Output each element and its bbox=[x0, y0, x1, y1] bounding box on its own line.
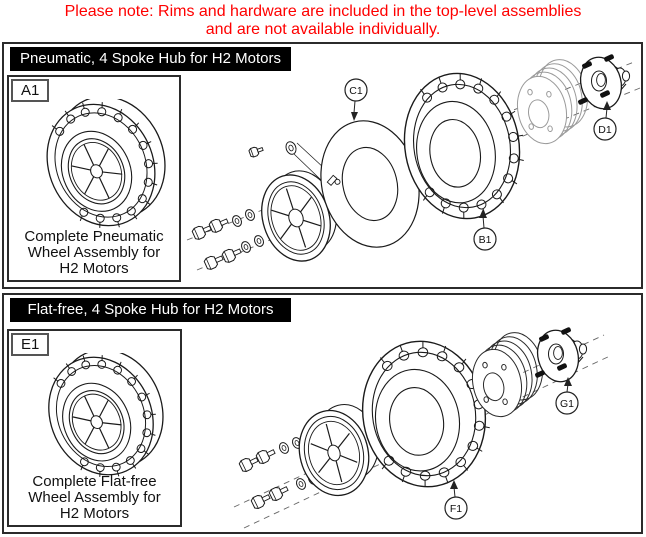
top-note: Please note: Rims and hardware are inclu… bbox=[64, 3, 582, 38]
svg-text:F1: F1 bbox=[450, 503, 462, 515]
inner-tube bbox=[308, 110, 432, 257]
figure-label-e1: E1 bbox=[11, 333, 50, 356]
figure-box-a1: A1 Complete Pneumatic Wheel Assembly for… bbox=[7, 75, 181, 282]
exploded-view-flat-free: F1 G1 bbox=[4, 295, 641, 532]
callout-b1: B1 bbox=[474, 209, 496, 250]
svg-text:C1: C1 bbox=[349, 85, 363, 97]
figure-caption-e1: Complete Flat-free Wheel Assembly for H2… bbox=[28, 473, 161, 522]
pneumatic-tire bbox=[393, 63, 536, 227]
panel-flat-free-header: Flat-free, 4 Spoke Hub for H2 Motors bbox=[10, 298, 291, 322]
spoke-rim bbox=[290, 398, 390, 504]
figure-label-a1: A1 bbox=[11, 79, 50, 102]
svg-text:B1: B1 bbox=[479, 234, 492, 246]
callout-g1: G1 bbox=[556, 377, 578, 414]
spoke-rim bbox=[251, 163, 349, 271]
figure-box-e1: E1 Complete Flat-free Wheel Assembly for… bbox=[7, 329, 182, 527]
complete-wheel-image-flat-free bbox=[9, 353, 180, 479]
callout-c1: C1 bbox=[345, 79, 367, 121]
svg-text:G1: G1 bbox=[560, 398, 574, 410]
flat-free-tire bbox=[351, 331, 502, 497]
panel-pneumatic: Pneumatic, 4 Spoke Hub for H2 Motors bbox=[2, 42, 643, 289]
exploded-view-pneumatic: C1 B1 D1 bbox=[4, 44, 641, 272]
callout-d1: D1 bbox=[594, 101, 616, 140]
panel-pneumatic-header: Pneumatic, 4 Spoke Hub for H2 Motors bbox=[10, 47, 291, 71]
svg-text:D1: D1 bbox=[598, 124, 612, 136]
wheel-hub bbox=[575, 53, 629, 113]
callout-f1: F1 bbox=[445, 480, 467, 519]
complete-wheel-image-pneumatic bbox=[9, 99, 179, 231]
mounting-hardware bbox=[190, 207, 266, 272]
panel-flat-free: Flat-free, 4 Spoke Hub for H2 Motors bbox=[2, 293, 643, 534]
figure-caption-a1: Complete Pneumatic Wheel Assembly for H2… bbox=[24, 228, 164, 277]
wheel-hub bbox=[532, 326, 586, 386]
